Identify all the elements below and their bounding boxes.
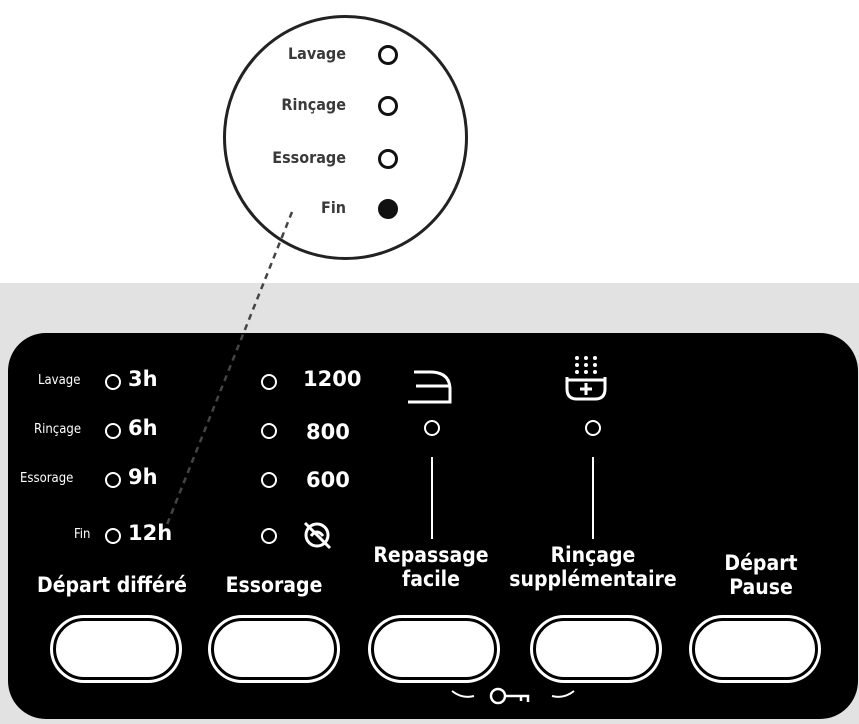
delay-phase-label: Lavage <box>38 373 81 388</box>
button-label: Essorage <box>225 573 323 597</box>
no-spin-icon <box>303 521 332 550</box>
delay-start-button[interactable] <box>53 618 179 680</box>
delay-value: 9h <box>128 465 158 489</box>
magnified-indicators: Lavage Rinçage Essorage Fin <box>223 15 468 260</box>
delay-value: 12h <box>128 521 173 545</box>
divider-line <box>592 457 594 539</box>
delay-led-icon <box>105 528 121 544</box>
delay-led-icon <box>105 423 121 439</box>
button-label: Départ différé <box>37 573 187 597</box>
zoom-label: Fin <box>320 198 346 217</box>
spin-speed-value: 1200 <box>303 367 362 391</box>
delay-phase-label: Essorage <box>20 471 74 486</box>
phase-led-icon <box>378 45 398 65</box>
button-label: Repassage facile <box>373 543 489 591</box>
zoom-row-essorage: Essorage <box>226 144 466 174</box>
option-led-icon <box>424 420 440 436</box>
start-pause-button[interactable] <box>692 618 818 680</box>
zoom-label: Essorage <box>272 148 346 167</box>
control-panel: Lavage 3h Rinçage 6h Essorage 9h Fin 12h… <box>8 333 858 719</box>
button-label: Rinçage supplémentaire <box>509 543 677 591</box>
button-label: Départ Pause <box>724 551 798 599</box>
delay-led-icon <box>105 374 121 390</box>
zoom-label: Rinçage <box>281 95 346 114</box>
delay-value: 6h <box>128 416 158 440</box>
spin-speed-value: 800 <box>306 420 350 444</box>
delay-value: 3h <box>128 367 158 391</box>
extra-rinse-button[interactable] <box>533 618 659 680</box>
delay-phase-label: Fin <box>74 527 91 542</box>
extra-rinse-icon <box>565 356 607 401</box>
phase-led-icon <box>378 149 398 169</box>
spin-speed-value: 600 <box>306 468 350 492</box>
spin-led-icon <box>261 423 277 439</box>
zoom-label: Lavage <box>287 44 346 63</box>
zoom-row-lavage: Lavage <box>226 40 466 70</box>
divider-line <box>431 457 433 539</box>
phase-led-on-icon <box>378 199 398 219</box>
spin-button[interactable] <box>211 618 337 680</box>
key-lock-icon <box>451 687 575 705</box>
option-led-icon <box>585 420 601 436</box>
spin-led-icon <box>261 472 277 488</box>
phase-led-icon <box>378 96 398 116</box>
iron-icon <box>408 370 452 404</box>
spin-led-icon <box>261 374 277 390</box>
easy-iron-button[interactable] <box>371 618 497 680</box>
zoom-row-rincage: Rinçage <box>226 91 466 121</box>
zoom-row-fin: Fin <box>226 194 466 224</box>
delay-phase-label: Rinçage <box>34 422 82 437</box>
spin-led-icon <box>261 528 277 544</box>
delay-led-icon <box>105 472 121 488</box>
